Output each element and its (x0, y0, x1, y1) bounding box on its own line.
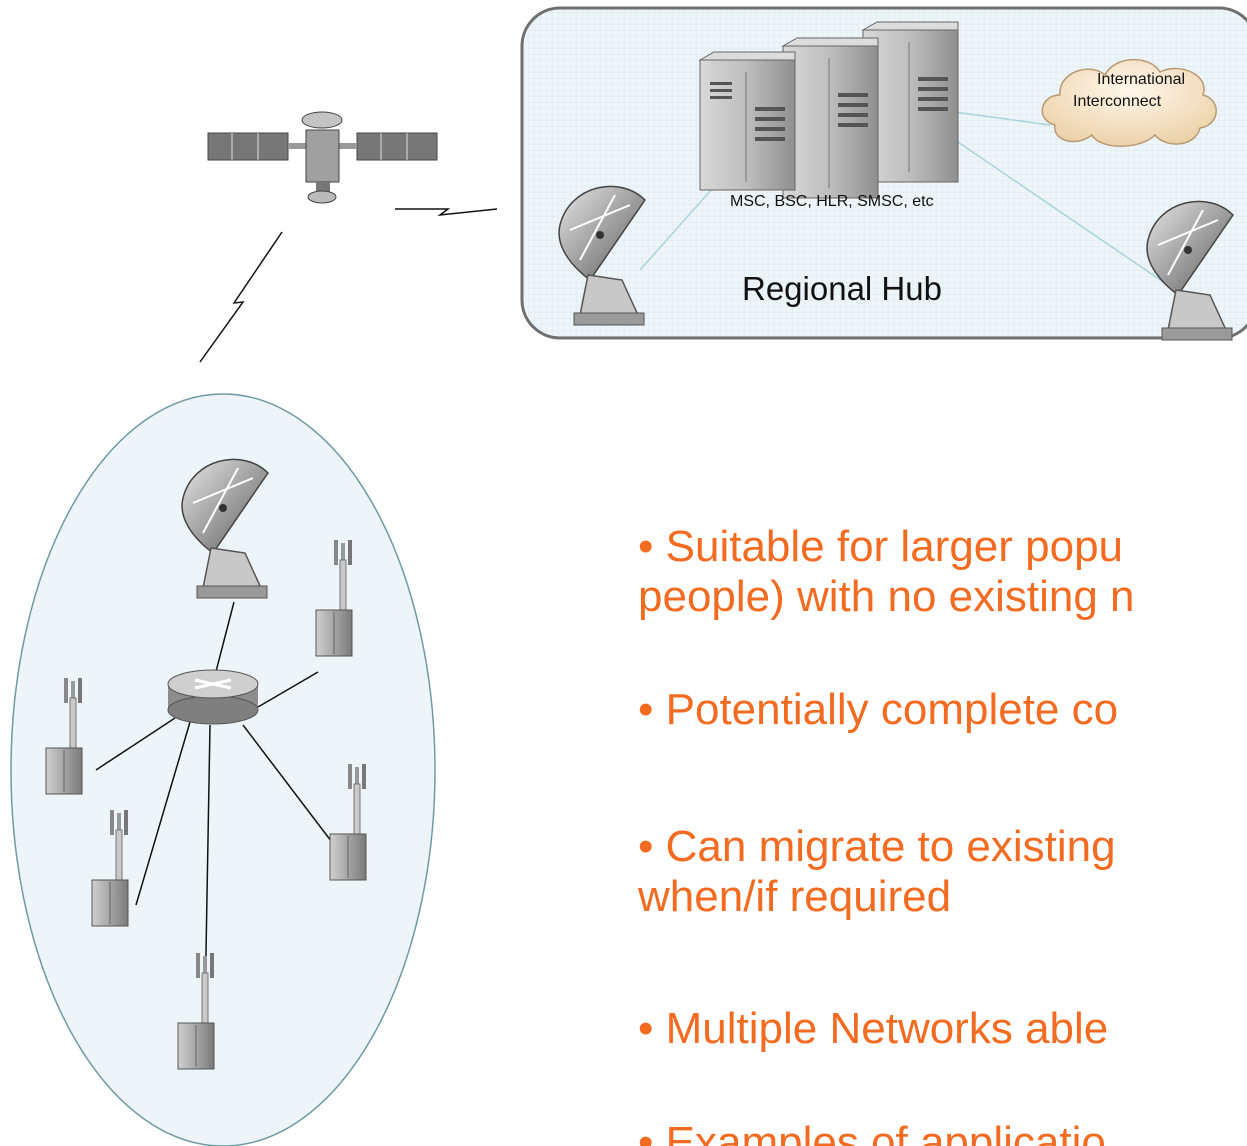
bullet-line: • Can migrate to existing (638, 822, 1116, 871)
cloud-label-line1: International (1097, 71, 1185, 88)
bullet-item: • Potentially complete co (638, 685, 1118, 735)
server-icon (698, 21, 959, 199)
lightning-link-icon (199, 208, 498, 363)
router-icon (167, 669, 259, 725)
bullet-line: • Multiple Networks able (638, 1004, 1109, 1053)
cloud-label-line2: Interconnect (1073, 93, 1162, 110)
bullet-line: people) with no existing n (638, 572, 1135, 621)
bullet-line: • Examples of applicatio (638, 1118, 1106, 1146)
satellite-icon (207, 111, 438, 204)
bullet-item: • Can migrate to existing when/if requir… (638, 822, 1116, 922)
hub-title: Regional Hub (742, 270, 942, 307)
bullet-item: • Multiple Networks able (638, 1004, 1108, 1054)
bullet-line: when/if required (638, 872, 952, 921)
cloud-icon (1041, 58, 1217, 147)
bullet-line: • Suitable for larger popu (638, 522, 1124, 571)
village-coverage-area (10, 393, 436, 1146)
bullet-item: • Examples of applicatio (638, 1118, 1106, 1146)
bullet-line: • Potentially complete co (638, 685, 1119, 734)
servers-label: MSC, BSC, HLR, SMSC, etc (730, 193, 934, 210)
bullet-list: • Suitable for larger popu people) with … (618, 0, 1247, 1146)
bullet-item: • Suitable for larger popu people) with … (638, 522, 1135, 622)
